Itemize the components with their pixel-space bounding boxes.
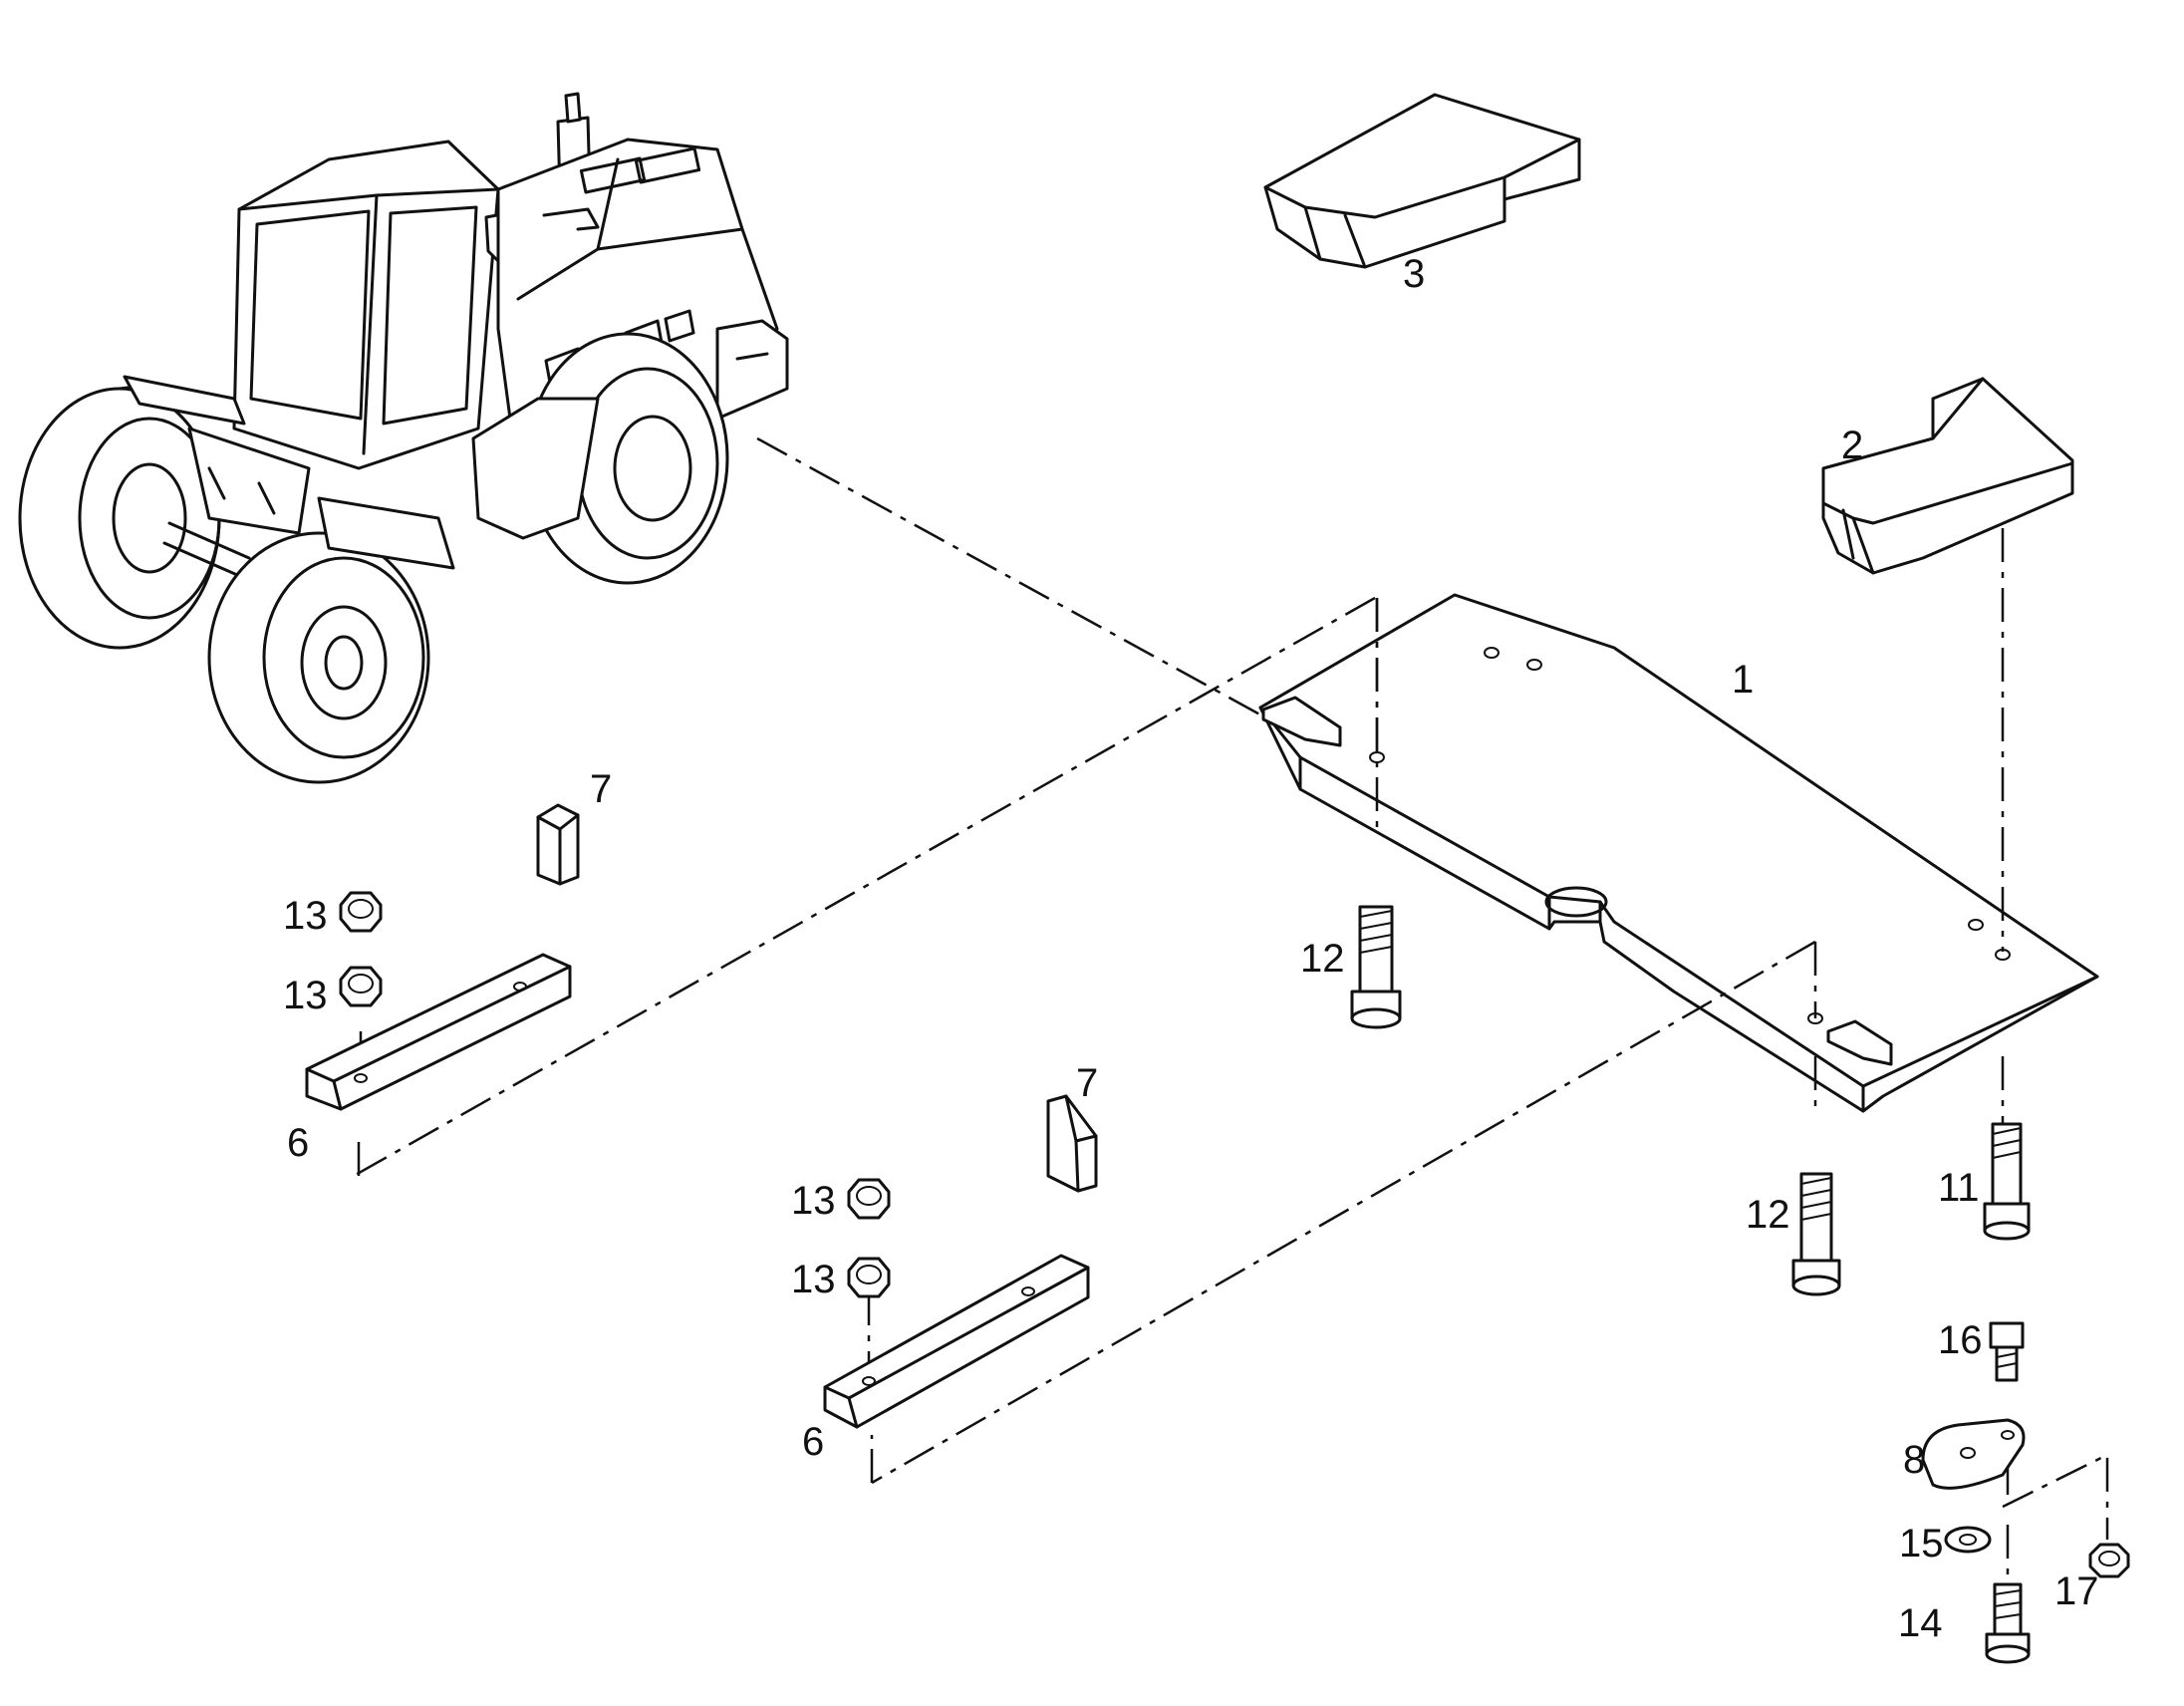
callout-1: 1 bbox=[1732, 658, 1754, 702]
callout-12-left: 12 bbox=[1300, 937, 1345, 981]
part-16-bolt bbox=[1989, 1321, 2025, 1382]
callout-7-right: 7 bbox=[1076, 1061, 1098, 1105]
callout-6-left: 6 bbox=[287, 1121, 309, 1165]
callout-15: 15 bbox=[1899, 1522, 1944, 1565]
callout-6-right: 6 bbox=[802, 1420, 824, 1464]
part-2-counterweight bbox=[1821, 377, 2074, 575]
part-13-nut-4 bbox=[847, 1257, 891, 1298]
callout-17: 17 bbox=[2054, 1569, 2099, 1613]
part-12-bolt-left bbox=[1350, 905, 1402, 1029]
part-6-bar-left bbox=[305, 953, 572, 1111]
callout-7-left: 7 bbox=[590, 767, 612, 811]
callout-14: 14 bbox=[1898, 1601, 1943, 1645]
callout-13-1: 13 bbox=[283, 894, 328, 938]
callout-16: 16 bbox=[1938, 1318, 1983, 1362]
callout-labels: 1 2 3 6 6 7 7 8 11 12 12 13 13 13 13 14 … bbox=[283, 252, 2099, 1645]
part-8-plate bbox=[1921, 1418, 2026, 1490]
callout-3: 3 bbox=[1403, 252, 1425, 296]
callout-11: 11 bbox=[1938, 1166, 1980, 1210]
part-17-nut bbox=[2088, 1543, 2130, 1578]
callout-2: 2 bbox=[1841, 424, 1863, 467]
part-7-wedge-left bbox=[536, 803, 580, 886]
tractor-illustration bbox=[18, 92, 789, 784]
callout-8: 8 bbox=[1903, 1438, 1925, 1482]
callout-13-4: 13 bbox=[791, 1258, 836, 1301]
part-13-nut-3 bbox=[847, 1178, 891, 1220]
part-1-base-plate bbox=[1258, 593, 2099, 1113]
callout-13-3: 13 bbox=[791, 1179, 836, 1223]
part-12-bolt-right bbox=[1791, 1172, 1841, 1296]
part-6-bar-right bbox=[823, 1254, 1090, 1429]
callout-12-right: 12 bbox=[1746, 1193, 1790, 1237]
part-7-wedge-right bbox=[1046, 1094, 1098, 1193]
part-13-nut-2 bbox=[339, 966, 383, 1007]
part-13-nut-1 bbox=[339, 891, 383, 933]
part-11-bolt bbox=[1983, 1122, 2031, 1241]
part-14-bolt bbox=[1985, 1582, 2031, 1664]
callout-13-2: 13 bbox=[283, 974, 328, 1017]
part-3-counterweight bbox=[1263, 93, 1581, 269]
part-15-washer bbox=[1944, 1526, 1992, 1554]
